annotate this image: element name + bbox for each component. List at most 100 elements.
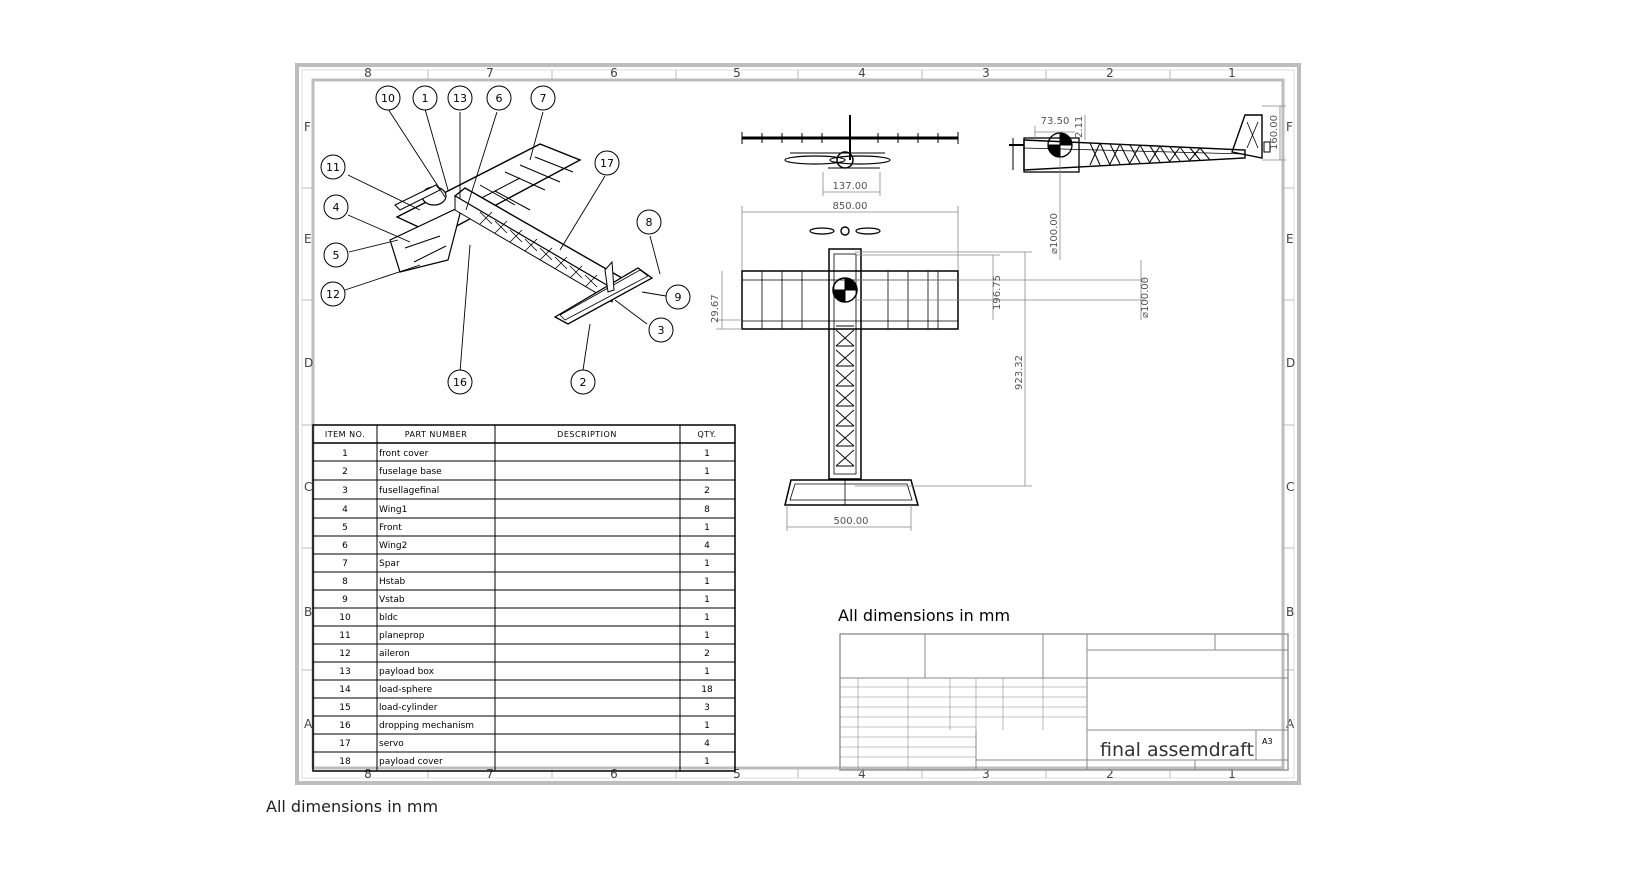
bom-part: load-sphere bbox=[379, 685, 433, 695]
zone-row-f-right: F bbox=[1286, 120, 1293, 134]
zone-row-d: D bbox=[304, 356, 313, 370]
balloon-16: 16 bbox=[453, 376, 467, 389]
balloon-5: 5 bbox=[333, 249, 340, 262]
sheet-border bbox=[295, 63, 1301, 785]
bom-qty: 8 bbox=[704, 505, 710, 515]
bom-qty: 1 bbox=[704, 721, 710, 731]
bom-qty: 1 bbox=[704, 467, 710, 477]
bom-qty: 1 bbox=[704, 559, 710, 569]
bom-item: 8 bbox=[342, 577, 348, 587]
dim-top-wingspan: 850.00 bbox=[833, 201, 868, 212]
bom-item: 10 bbox=[339, 613, 351, 623]
side-view bbox=[1009, 114, 1271, 173]
isometric-view bbox=[389, 143, 654, 325]
balloon-13: 13 bbox=[453, 92, 467, 105]
bom-item: 9 bbox=[342, 595, 348, 605]
zone-row-e: E bbox=[304, 232, 312, 246]
top-view-dims bbox=[716, 251, 1145, 531]
bom-qty: 1 bbox=[704, 595, 710, 605]
bom-qty: 1 bbox=[704, 523, 710, 533]
zone-labels-bottom: 8 7 6 5 4 3 2 1 bbox=[364, 767, 1236, 781]
zone-row-c: C bbox=[304, 480, 312, 494]
zone-col-6: 6 bbox=[610, 66, 618, 80]
zone-col-3-bottom: 3 bbox=[982, 767, 990, 781]
zone-col-5-bottom: 5 bbox=[733, 767, 741, 781]
bom-item: 2 bbox=[342, 467, 348, 477]
zone-row-c-right: C bbox=[1286, 480, 1294, 494]
top-view bbox=[741, 226, 959, 506]
bom-part: fuselage base bbox=[379, 467, 442, 477]
dim-front-wingspan: 137.00 bbox=[833, 181, 868, 192]
balloon-8: 8 bbox=[646, 216, 653, 229]
bom-qty: 4 bbox=[704, 739, 710, 749]
dim-top-length: 923.32 bbox=[1014, 355, 1025, 390]
bom-part: Hstab bbox=[379, 577, 406, 587]
side-view-dims bbox=[1034, 105, 1286, 260]
zone-col-5: 5 bbox=[733, 66, 741, 80]
bom-header-desc: DESCRIPTION bbox=[557, 430, 617, 439]
balloon-10: 10 bbox=[381, 92, 395, 105]
balloon-1: 1 bbox=[422, 92, 429, 105]
bom-item: 7 bbox=[342, 559, 348, 569]
dim-top-tail-span: 500.00 bbox=[834, 516, 869, 527]
bom-qty: 1 bbox=[704, 631, 710, 641]
balloon-6: 6 bbox=[496, 92, 503, 105]
zone-row-e-right: E bbox=[1286, 232, 1294, 246]
front-view bbox=[741, 115, 959, 169]
bom-qty: 3 bbox=[704, 703, 710, 713]
zone-row-f: F bbox=[304, 120, 311, 134]
balloon-2: 2 bbox=[580, 376, 587, 389]
zone-labels-top: 8 7 6 5 4 3 2 1 bbox=[364, 66, 1236, 80]
bom-item: 13 bbox=[339, 667, 350, 677]
zone-ticks bbox=[302, 70, 1294, 778]
bom-qty: 1 bbox=[704, 449, 710, 459]
zone-col-8-bottom: 8 bbox=[364, 767, 372, 781]
bom-qty: 4 bbox=[704, 541, 710, 551]
balloon-12: 12 bbox=[326, 288, 340, 301]
zone-col-7: 7 bbox=[486, 66, 494, 80]
zone-row-d-right: D bbox=[1286, 356, 1295, 370]
bom-table bbox=[312, 424, 736, 772]
dim-side-small: 2.11 bbox=[1074, 116, 1085, 138]
zone-labels-right: F E D C B A bbox=[1286, 120, 1295, 731]
bom-part: front cover bbox=[379, 449, 429, 459]
bom-part: load-cylinder bbox=[379, 703, 438, 713]
zone-col-2: 2 bbox=[1106, 66, 1114, 80]
dim-side-prop-dia: ⌀100.00 bbox=[1049, 213, 1060, 254]
balloons bbox=[320, 85, 691, 395]
bom-item: 16 bbox=[339, 721, 351, 731]
balloon-17: 17 bbox=[600, 157, 614, 170]
bom-part: dropping mechanism bbox=[379, 721, 474, 731]
bom-part: payload box bbox=[379, 667, 435, 677]
balloon-numbers: 10 1 13 6 7 11 17 4 5 12 8 9 3 16 2 bbox=[326, 92, 682, 389]
outer-dimensions-note: All dimensions in mm bbox=[266, 797, 439, 816]
bom-item: 14 bbox=[339, 685, 351, 695]
balloon-11: 11 bbox=[326, 161, 340, 174]
table-row: 16 dropping mechanism 1 bbox=[339, 721, 710, 731]
bom-qty: 2 bbox=[704, 649, 710, 659]
bom-item: 12 bbox=[339, 649, 350, 659]
zone-row-a: A bbox=[304, 717, 313, 731]
bom-part: Front bbox=[379, 523, 402, 533]
dimensions-note: All dimensions in mm bbox=[838, 606, 1010, 625]
bom-part: fusellagefinal bbox=[379, 486, 439, 496]
bom-part: bldc bbox=[379, 613, 398, 623]
dim-side-height: 160.00 bbox=[1269, 115, 1280, 150]
table-row: 2 fuselage base 1 bbox=[342, 467, 710, 477]
bom-part: Wing1 bbox=[379, 505, 407, 515]
balloon-9: 9 bbox=[675, 291, 682, 304]
dim-top-prop-dia: ⌀100.00 bbox=[1140, 277, 1151, 318]
